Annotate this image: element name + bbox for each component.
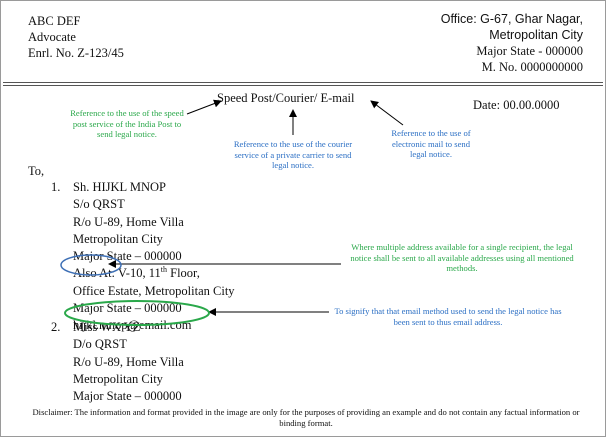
sender-name: ABC DEF <box>28 14 81 28</box>
recipient-state: Major State – 000000 <box>73 249 182 264</box>
also-at-line2: Office Estate, Metropolitan City <box>73 283 235 298</box>
header-divider <box>3 82 603 83</box>
office-block: Office: G-67, Ghar Nagar, Metropolitan C… <box>441 11 583 75</box>
office-city: Metropolitan City <box>489 28 583 42</box>
office-mobile: M. No. 0000000000 <box>481 60 583 74</box>
office-state: Major State - 000000 <box>476 44 583 58</box>
also-at-floor: Floor, <box>167 266 200 281</box>
recipient-state: Major State – 000000 <box>73 389 182 404</box>
recipient-number: 1. <box>51 180 61 194</box>
recipient-relation: S/o QRST <box>73 197 125 212</box>
also-at-address: V-10, 11 <box>115 266 161 281</box>
recipient-residence: R/o U-89, Home Villa <box>73 354 184 369</box>
notice-date: Date: 00.00.0000 <box>473 98 560 112</box>
sender-block: ABC DEF Advocate Enrl. No. Z-123/45 <box>28 13 124 61</box>
recipient-2-block: Miss WX YZ D/o QRST R/o U-89, Home Villa… <box>73 319 184 405</box>
recipient-relation: D/o QRST <box>73 337 127 352</box>
sender-enrollment: Enrl. No. Z-123/45 <box>28 46 124 60</box>
header-divider-secondary <box>3 85 603 86</box>
office-address: Office: G-67, Ghar Nagar, <box>440 12 583 26</box>
recipient-name: Sh. HIJKL MNOP <box>73 180 166 194</box>
also-at-ordinal: th <box>160 265 167 275</box>
recipient-also-at: Also At: V-10, 11th Floor, <box>73 265 235 282</box>
recipient-1-block: Sh. HIJKL MNOP S/o QRST R/o U-89, Home V… <box>73 179 235 335</box>
recipient-name: Miss WX YZ <box>73 320 141 334</box>
recipient-number: 2. <box>51 320 61 334</box>
delivery-modes: Speed Post/Courier/ E-mail <box>217 91 355 105</box>
recipient-city: Metropolitan City <box>73 231 163 246</box>
note-courier: Reference to the use of the courier serv… <box>233 139 353 170</box>
arrow-email <box>370 100 404 126</box>
sender-title: Advocate <box>28 30 76 44</box>
arrow-speed-post <box>186 99 222 115</box>
note-multiple-address: Where multiple address available for a s… <box>350 242 574 273</box>
note-speed-post: Reference to the use of the speed post s… <box>70 108 184 139</box>
recipient-residence: R/o U-89, Home Villa <box>73 214 184 229</box>
also-at-label: Also At: <box>73 266 116 281</box>
note-email: Reference to the use of electronic mail … <box>391 128 471 159</box>
recipient-city: Metropolitan City <box>73 371 163 386</box>
salutation: To, <box>28 164 45 178</box>
also-at-state: Major State – 000000 <box>73 301 182 316</box>
disclaimer: Disclaimer: The information and format p… <box>32 407 580 428</box>
note-email-signify: To signify that that email method used t… <box>334 306 562 327</box>
